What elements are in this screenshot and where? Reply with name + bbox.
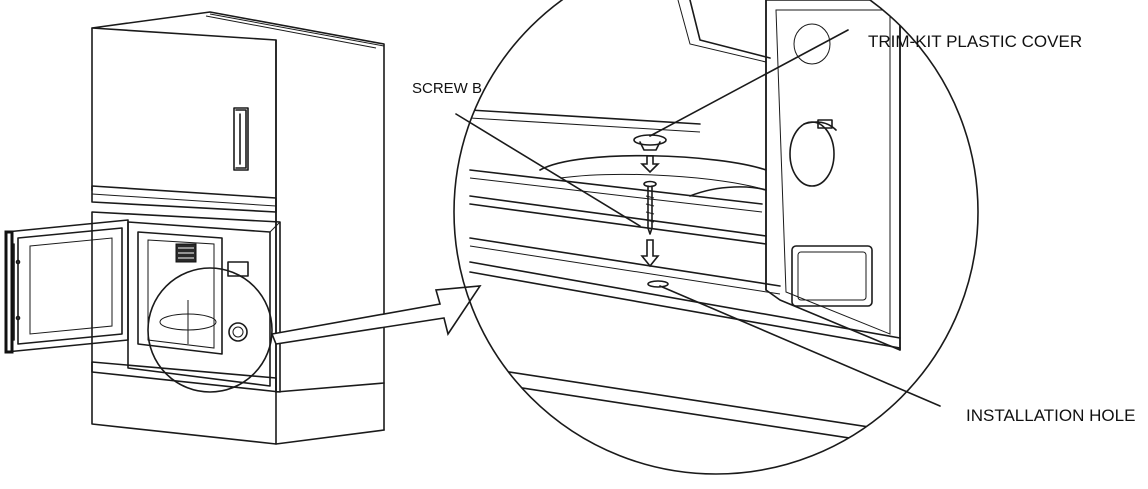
vent-grille (175, 243, 197, 263)
leader-install-hole (659, 285, 941, 407)
trim-kit-cover (633, 134, 667, 151)
down-arrow-upper (640, 155, 660, 174)
installation-hole (647, 280, 669, 288)
screw-b-label: SCREW B (412, 80, 483, 97)
trim-kit-cover-label: TRIM-KIT PLASTIC COVER (868, 32, 1083, 51)
magnified-detail (453, 0, 979, 475)
installation-hole-label: INSTALLATION HOLE (966, 406, 1136, 425)
cabinet-overview (4, 11, 385, 445)
zoom-arrow (270, 285, 482, 345)
leader-trim-cover (649, 29, 849, 137)
leader-screw (455, 113, 641, 227)
down-arrow-lower (640, 239, 660, 268)
screw-b (643, 180, 657, 235)
